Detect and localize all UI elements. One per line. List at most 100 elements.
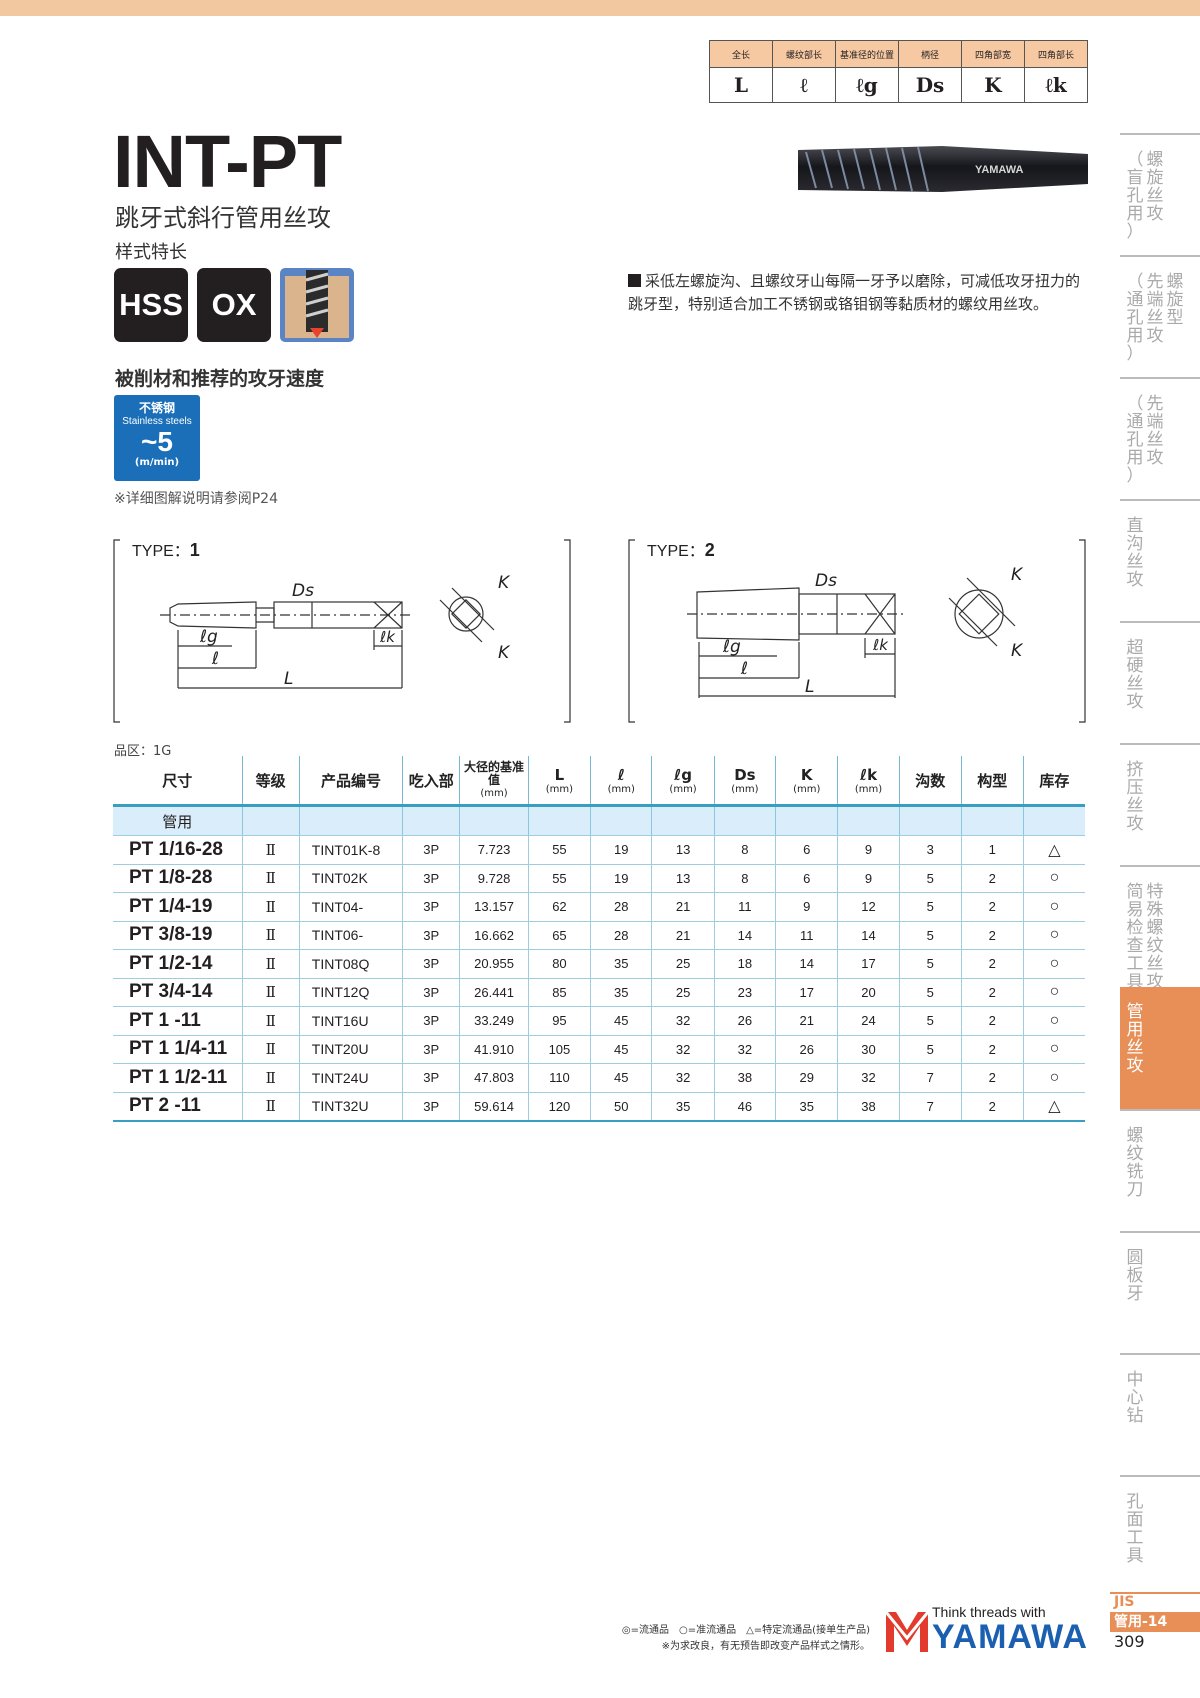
side-tab[interactable]: 孔面工具 (1120, 1475, 1200, 1597)
side-tab[interactable]: 直沟丝攻 (1120, 499, 1200, 621)
cell-lk: 20 (837, 978, 900, 1007)
side-tab[interactable]: 螺纹铣刀 (1120, 1109, 1200, 1231)
cell-ds: 38 (714, 1063, 777, 1093)
cell-ds: 32 (714, 1035, 777, 1064)
side-tab[interactable]: 圆板牙 (1120, 1231, 1200, 1353)
type1-number: 1 (190, 540, 200, 560)
group-cell (1023, 805, 1085, 836)
cell-l: 105 (528, 1035, 592, 1064)
material-speed-unit: (m/min) (134, 457, 180, 468)
cell-stock: ○ (1023, 1035, 1085, 1064)
cell-grade: Ⅱ (242, 1006, 300, 1036)
side-tab-label: 挤压丝攻 (1126, 760, 1144, 834)
cell-ds: 46 (714, 1092, 777, 1122)
type2-label: TYPE： (647, 543, 705, 560)
cell-k: 11 (775, 921, 839, 950)
col-L-unit: (mm) (545, 783, 574, 795)
side-tab-label: （盲孔用） (1126, 150, 1144, 242)
cell-stock: ○ (1023, 892, 1085, 922)
col-code: 产品编号 (299, 756, 404, 807)
cell-size: PT 1 1/4-11 (113, 1035, 243, 1064)
cell-l: 45 (590, 1035, 653, 1064)
cell-code: TINT16U (299, 1006, 404, 1036)
col-k-unit: (mm) (793, 783, 821, 795)
cell-k: 29 (775, 1063, 839, 1093)
col-chamfer: 吃入部 (402, 756, 461, 807)
cell-chamfer: 3P (402, 864, 461, 893)
cell-l: 55 (528, 864, 592, 893)
col-k-label: K (800, 765, 813, 784)
cell-lg: 32 (651, 1063, 715, 1093)
cell-type: 2 (961, 1063, 1024, 1093)
cell-l: 62 (528, 892, 592, 922)
cell-flutes: 5 (899, 978, 962, 1007)
hss-badge: HSS (114, 268, 188, 342)
cell-lk: 32 (837, 1063, 900, 1093)
cell-size: PT 1/16-28 (113, 835, 243, 865)
cell-grade: Ⅱ (242, 1035, 300, 1064)
cell-lg: 32 (651, 1006, 715, 1036)
cell-l: 35 (590, 978, 653, 1007)
col-L: L(mm) (528, 756, 592, 807)
cell-type: 2 (961, 1092, 1024, 1122)
side-tab-label: 螺旋型 (1166, 272, 1184, 328)
cell-l: 19 (590, 864, 653, 893)
side-tab-label: 螺纹铣刀 (1126, 1126, 1144, 1200)
legend-header: 四角部长 (1024, 40, 1088, 68)
cell-dia: 9.728 (459, 864, 529, 893)
cell-lg: 13 (651, 835, 715, 865)
side-tab-label: 螺旋丝攻 (1146, 150, 1164, 224)
side-tab[interactable]: 特殊螺纹丝攻简易检查工具 (1120, 865, 1200, 991)
cell-grade: Ⅱ (242, 921, 300, 950)
side-tab[interactable]: 管用丝攻 (1120, 987, 1200, 1109)
cell-code: TINT24U (299, 1063, 404, 1093)
col-l-label: ℓ (617, 765, 625, 784)
group-cell (961, 805, 1024, 836)
cell-dia: 47.803 (459, 1063, 529, 1093)
cell-l: 35 (590, 949, 653, 979)
side-tab[interactable]: 挤压丝攻 (1120, 743, 1200, 865)
cell-lg: 21 (651, 921, 715, 950)
cell-type: 2 (961, 892, 1024, 922)
cell-lg: 13 (651, 864, 715, 893)
side-tab-label: 中心钻 (1126, 1370, 1144, 1426)
side-tab-label: 先端丝攻 (1146, 272, 1164, 346)
cell-chamfer: 3P (402, 835, 461, 865)
top-accent-bar (0, 0, 1200, 16)
cell-dia: 13.157 (459, 892, 529, 922)
cell-k: 6 (775, 835, 839, 865)
side-tab[interactable]: 螺旋丝攻（盲孔用） (1120, 133, 1200, 255)
cell-l: 120 (528, 1092, 592, 1122)
cell-size: PT 2 -11 (113, 1092, 243, 1122)
cell-chamfer: 3P (402, 949, 461, 979)
col-ds: Ds(mm) (714, 756, 777, 807)
side-tab[interactable]: 螺旋型先端丝攻（通孔用） (1120, 255, 1200, 377)
cell-l: 28 (590, 921, 653, 950)
legend-header: 螺纹部长 (772, 40, 836, 68)
cell-lk: 9 (837, 835, 900, 865)
cell-grade: Ⅱ (242, 892, 300, 922)
cell-l: 85 (528, 978, 592, 1007)
cell-chamfer: 3P (402, 1092, 461, 1122)
cell-grade: Ⅱ (242, 949, 300, 979)
side-tab[interactable]: 超硬丝攻 (1120, 621, 1200, 743)
cell-type: 1 (961, 835, 1024, 865)
grade-area-label: 品区：1G (114, 744, 172, 759)
side-tab[interactable]: 中心钻 (1120, 1353, 1200, 1475)
col-size: 尺寸 (113, 756, 243, 807)
side-tab-label: 孔面工具 (1126, 1492, 1144, 1566)
cell-l: 45 (590, 1006, 653, 1036)
cell-lk: 12 (837, 892, 900, 922)
cell-k: 17 (775, 978, 839, 1007)
col-lg: ℓg(mm) (651, 756, 715, 807)
group-label: 管用 (113, 805, 243, 836)
svg-text:TYPE：2: TYPE：2 (647, 540, 715, 560)
side-tab[interactable]: 先端丝攻（通孔用） (1120, 377, 1200, 499)
type2-l-label: ℓ (740, 659, 748, 679)
tool-photo: YAMAWA (792, 140, 1088, 198)
cell-grade: Ⅱ (242, 1092, 300, 1122)
cell-type: 2 (961, 978, 1024, 1007)
